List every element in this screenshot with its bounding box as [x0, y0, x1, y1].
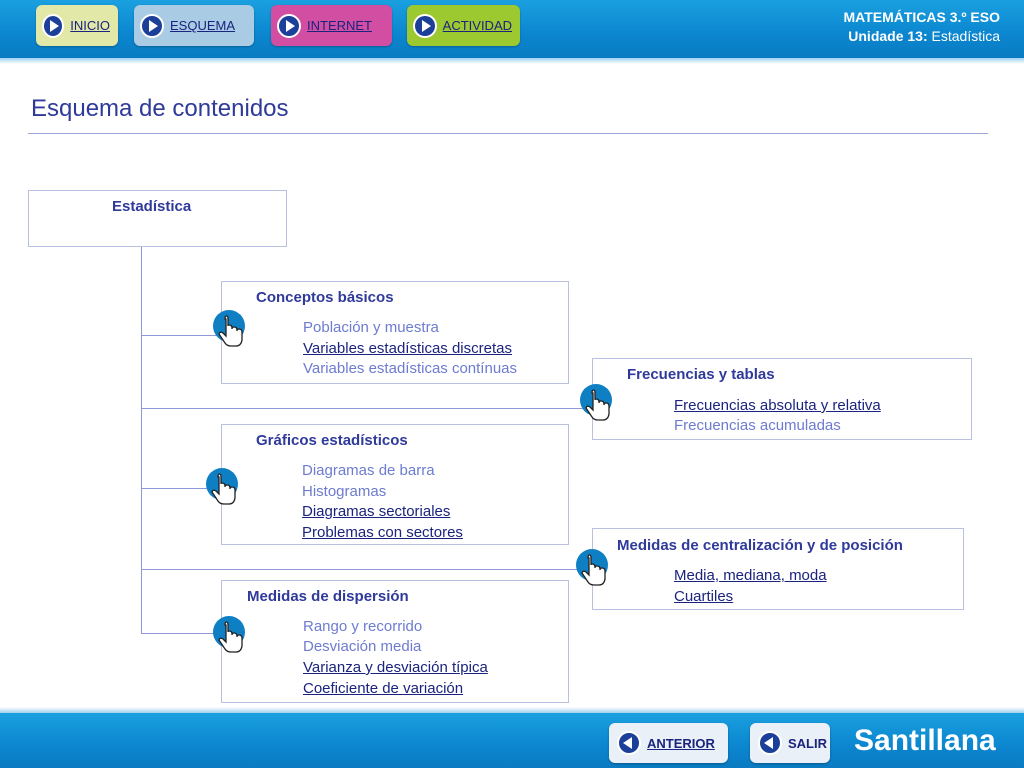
- conceptos-box: [221, 281, 569, 384]
- salir-button[interactable]: SALIR: [750, 723, 830, 763]
- play-icon: [413, 13, 437, 38]
- nav-internet-label: INTERNET: [307, 18, 372, 33]
- connector-conceptos: [141, 335, 217, 336]
- anterior-label: ANTERIOR: [647, 735, 715, 751]
- dispersion-item-link[interactable]: Varianza y desviación típica: [303, 659, 488, 676]
- unit-label: Unidade 13:: [848, 28, 928, 44]
- nav-actividad-button[interactable]: ACTIVIDAD: [407, 5, 520, 46]
- play-icon: [42, 13, 65, 38]
- dispersion-item: Rango y recorrido: [303, 618, 423, 635]
- conceptos-item-link[interactable]: Variables estadísticas discretas: [303, 340, 512, 357]
- frecuencias-box: [592, 358, 972, 440]
- conceptos-item: Población y muestra: [303, 319, 439, 336]
- hand-pointer-icon[interactable]: [212, 310, 246, 354]
- centralizacion-item-link[interactable]: Media, mediana, moda: [674, 567, 827, 584]
- unit-name: Estadística: [931, 28, 1000, 44]
- connector-graficos: [141, 488, 211, 489]
- nav-esquema-label: ESQUEMA: [170, 18, 236, 33]
- play-icon: [277, 13, 301, 38]
- frecuencias-title: Frecuencias y tablas: [627, 366, 775, 383]
- conceptos-item: Variables estadísticas contínuas: [303, 360, 518, 377]
- graficos-title: Gráficos estadísticos: [256, 432, 408, 449]
- conceptos-title: Conceptos básicos: [256, 289, 394, 306]
- back-arrow-icon: [758, 731, 782, 755]
- back-arrow-icon: [617, 731, 641, 755]
- dispersion-item: Desviación media: [303, 638, 422, 655]
- connector-dispersion: [141, 633, 217, 634]
- frecuencias-item-link[interactable]: Frecuencias absoluta y relativa: [674, 397, 881, 414]
- graficos-item-link[interactable]: Problemas con sectores: [302, 524, 463, 541]
- graficos-item: Diagramas de barra: [302, 462, 435, 479]
- bottom-bar: [0, 707, 1024, 768]
- centralizacion-item-link[interactable]: Cuartiles: [674, 588, 734, 605]
- graficos-box: [221, 424, 569, 545]
- nav-esquema-button[interactable]: ESQUEMA: [134, 5, 254, 46]
- brand-logo: Santillana: [854, 724, 996, 757]
- course-info: MATEMÁTICAS 3.º ESO Unidade 13: Estadíst…: [843, 8, 1000, 46]
- connector-centralizacion: [141, 569, 580, 570]
- graficos-item-link[interactable]: Diagramas sectoriales: [302, 503, 451, 520]
- nav-inicio-label: INICIO: [70, 18, 110, 33]
- course-unit: Unidade 13: Estadística: [843, 27, 1000, 46]
- hand-pointer-icon[interactable]: [212, 616, 246, 660]
- salir-label: SALIR: [788, 735, 827, 751]
- dispersion-item-link[interactable]: Coeficiente de variación: [303, 680, 464, 697]
- dispersion-title: Medidas de dispersión: [247, 588, 409, 605]
- graficos-item: Histogramas: [302, 483, 387, 500]
- centralizacion-box: [592, 528, 964, 610]
- root-box: [28, 190, 287, 247]
- page-title: Esquema de contenidos: [31, 95, 289, 122]
- nav-internet-button[interactable]: INTERNET: [271, 5, 392, 46]
- tree-trunk-line: [141, 246, 142, 634]
- frecuencias-item: Frecuencias acumuladas: [674, 417, 841, 434]
- nav-actividad-label: ACTIVIDAD: [442, 18, 512, 33]
- play-icon: [140, 13, 164, 38]
- centralizacion-title: Medidas de centralización y de posición: [617, 537, 903, 554]
- hand-pointer-icon[interactable]: [205, 468, 239, 512]
- course-title: MATEMÁTICAS 3.º ESO: [843, 9, 1000, 25]
- dispersion-box: [221, 580, 569, 703]
- hand-pointer-icon[interactable]: [575, 549, 609, 593]
- nav-inicio-button[interactable]: INICIO: [36, 5, 118, 46]
- anterior-button[interactable]: ANTERIOR: [609, 723, 728, 763]
- root-title: Estadística: [112, 198, 192, 215]
- title-divider: [28, 133, 988, 134]
- connector-frecuencias: [141, 408, 583, 409]
- hand-pointer-icon[interactable]: [579, 384, 613, 428]
